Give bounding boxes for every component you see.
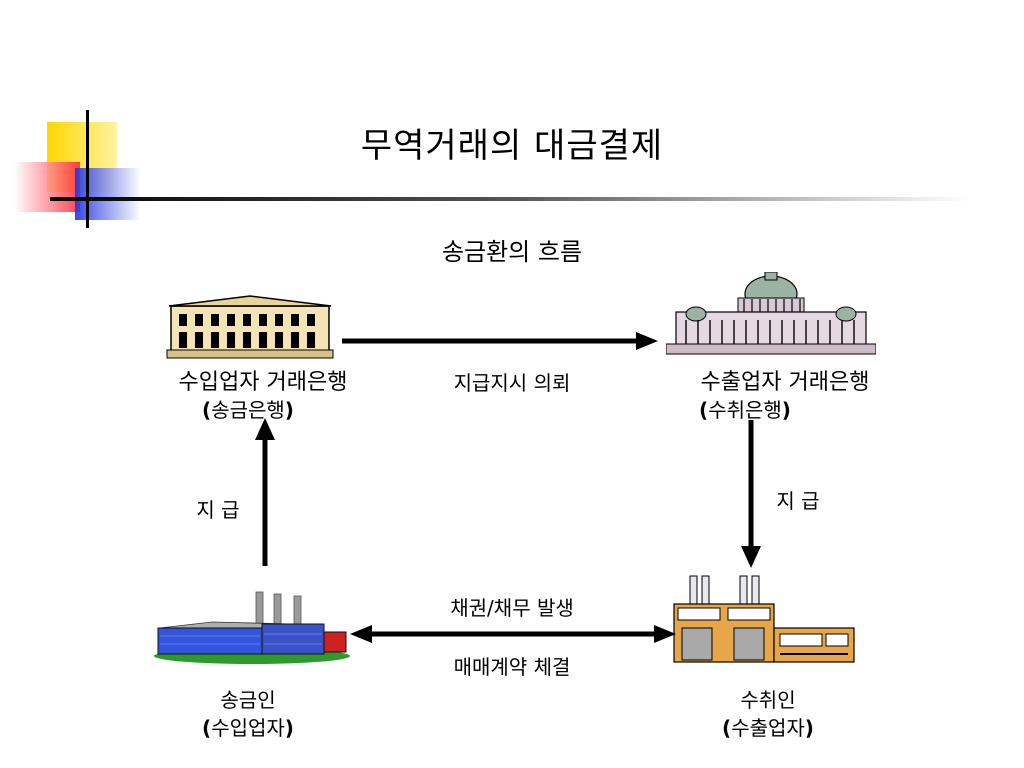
slide-subtitle: 송금환의 흐름 [441,238,583,266]
label-debt-arising: 채권/채무 발생 [450,596,574,620]
label-pay-left: 지 급 [196,498,240,522]
label-payment-instruction: 지급지시 의뢰 [453,371,571,395]
payee-factory-icon [673,575,855,663]
label-contract: 매매계약 체결 [453,655,571,679]
exporter-bank-name: 수출업자 거래은행 [700,370,870,395]
exporter-bank-role: (수취은행) [699,398,791,422]
title-underline [50,197,970,201]
title-decoration [14,110,970,228]
label-pay-right: 지 급 [776,489,820,513]
slide-title: 무역거래의 대금결제 [360,126,664,166]
bank-building-icon [166,295,334,359]
importer-bank-role: (송금은행) [202,398,294,422]
remitter-name: 송금인 [220,688,276,712]
arrow-pay-right [741,420,761,568]
deco-red-square [14,162,80,212]
arrow-pay-left [255,418,275,566]
importer-bank-name: 수입업자 거래은행 [178,370,348,395]
deco-vertical-line [86,110,89,228]
payee-role: (수출업자) [722,716,814,740]
arrow-contract-bidirectional [350,625,676,643]
payee-name: 수취인 [740,688,796,712]
remitter-factory-icon [154,591,350,664]
arrow-payment-instruction [342,332,658,350]
capitol-building-icon [666,272,876,355]
remitter-role: (수입업자) [202,716,294,740]
